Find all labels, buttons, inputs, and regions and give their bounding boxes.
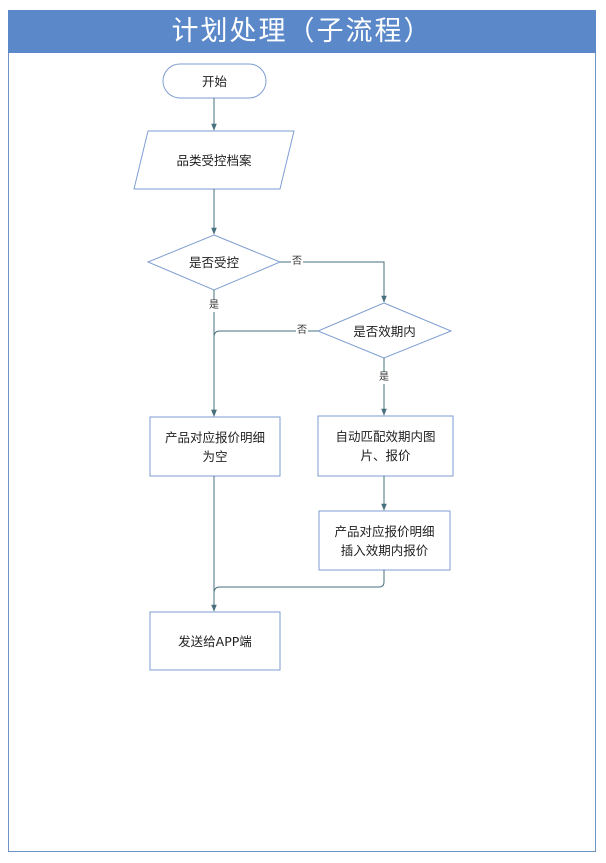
start-node	[162, 63, 267, 99]
decision-validity	[316, 302, 453, 359]
insert-quote-node	[318, 510, 451, 571]
edge-label-controlled-yes: 是	[208, 300, 220, 312]
edge-validity-no	[211, 330, 318, 417]
decision-controlled	[146, 234, 282, 291]
edge-insert-send	[213, 570, 385, 594]
auto-match-node	[317, 415, 454, 477]
empty-detail-node	[149, 416, 281, 477]
diagram-title: 计划处理（子流程）	[171, 16, 433, 47]
send-app-node	[149, 611, 281, 671]
diagram-frame	[8, 10, 596, 852]
title-bar	[8, 10, 596, 53]
edge-controlled-no	[280, 261, 387, 303]
edge-label-controlled-no: 否	[291, 256, 303, 268]
edge-label-validity-yes: 是	[378, 372, 390, 384]
archive-node	[133, 130, 295, 190]
edge-label-validity-no: 否	[296, 325, 308, 337]
